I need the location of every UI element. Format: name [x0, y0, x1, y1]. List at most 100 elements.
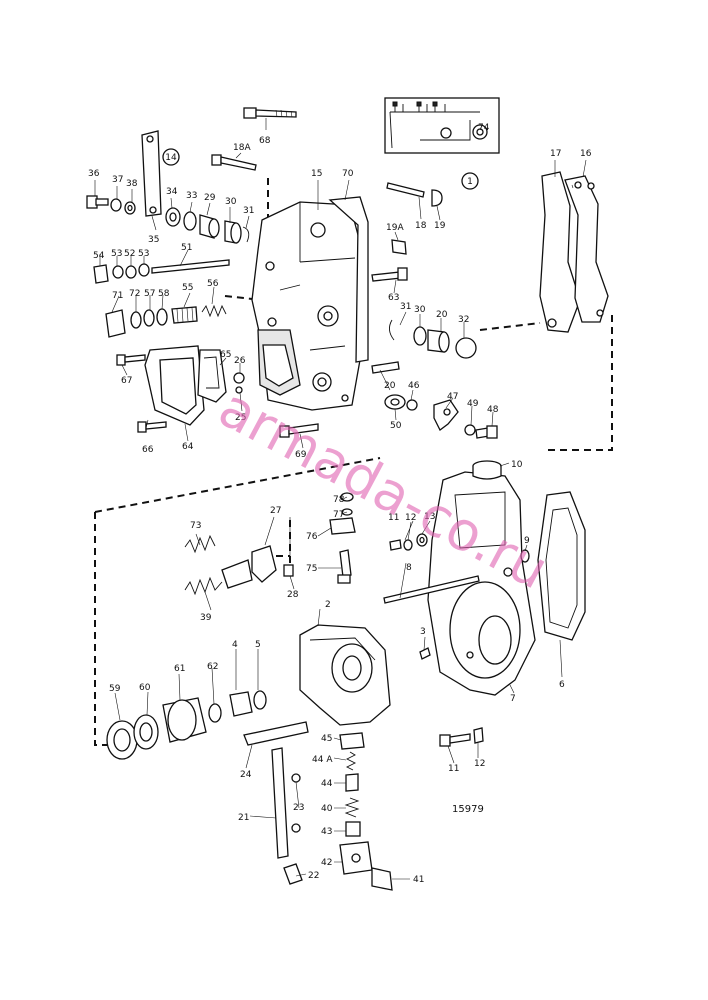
label-2: 2	[325, 600, 331, 610]
label-49: 49	[467, 399, 479, 409]
label-12-upper: 12	[405, 513, 416, 523]
label-56: 56	[207, 279, 219, 289]
leader-lines	[94, 118, 587, 880]
label-78: 78	[333, 495, 345, 505]
label-62: 62	[207, 662, 218, 672]
label-51: 51	[181, 243, 192, 253]
label-37: 37	[112, 175, 123, 185]
inset-detail-74	[384, 97, 500, 154]
label-31-upper: 31	[243, 206, 254, 216]
label-57: 57	[144, 289, 155, 299]
upper-left-parts	[86, 107, 297, 338]
callout-circle-14	[162, 148, 180, 166]
label-67: 67	[121, 376, 132, 386]
label-52: 52	[124, 249, 135, 259]
centre-lower-parts	[106, 492, 393, 891]
label-20-right: 20	[436, 310, 448, 320]
label-48: 48	[487, 405, 499, 415]
label-74: 74	[478, 123, 490, 133]
label-29: 29	[204, 193, 216, 203]
label-6: 6	[559, 680, 565, 690]
label-50: 50	[390, 421, 402, 431]
label-44A: 44 A	[312, 755, 333, 765]
label-33: 33	[186, 191, 197, 201]
label-27: 27	[270, 506, 281, 516]
label-11-upper: 11	[388, 513, 399, 523]
label-36: 36	[88, 169, 100, 179]
label-30-right: 30	[414, 305, 426, 315]
label-8: 8	[406, 563, 412, 573]
label-22: 22	[308, 871, 319, 881]
label-53b: 53	[138, 249, 149, 259]
callout-14: 14	[165, 153, 177, 163]
label-65: 65	[220, 350, 231, 360]
label-45: 45	[321, 734, 332, 744]
label-68: 68	[259, 136, 271, 146]
label-54: 54	[93, 251, 105, 261]
label-77: 77	[333, 510, 344, 520]
label-44: 44	[321, 779, 333, 789]
label-31-right: 31	[400, 302, 411, 312]
label-16: 16	[580, 149, 592, 159]
label-4: 4	[232, 640, 238, 650]
label-75: 75	[306, 564, 317, 574]
label-13: 13	[424, 512, 435, 522]
label-25: 25	[235, 413, 246, 423]
label-20-lower: 20	[384, 381, 396, 391]
label-59: 59	[109, 684, 121, 694]
label-19A: 19A	[386, 223, 404, 233]
document-number: 15979	[452, 804, 484, 815]
pump-housing-lower	[383, 460, 586, 747]
label-24: 24	[240, 770, 252, 780]
label-73: 73	[190, 521, 201, 531]
label-15: 15	[311, 169, 322, 179]
label-21: 21	[238, 813, 249, 823]
control-levers-16-17	[539, 171, 609, 333]
label-12-lower: 12	[474, 759, 485, 769]
label-18: 18	[415, 221, 427, 231]
label-19: 19	[434, 221, 446, 231]
label-34: 34	[166, 187, 178, 197]
callout-1: 1	[467, 177, 473, 187]
label-55: 55	[182, 283, 193, 293]
label-42: 42	[321, 858, 332, 868]
label-11-lower: 11	[448, 764, 459, 774]
label-63: 63	[388, 293, 399, 303]
label-47: 47	[447, 392, 458, 402]
governor-housing-upper	[251, 182, 498, 439]
label-35: 35	[148, 235, 159, 245]
label-72: 72	[129, 289, 140, 299]
label-5: 5	[255, 640, 261, 650]
label-32: 32	[458, 315, 469, 325]
label-28: 28	[287, 590, 299, 600]
part-labels: 36 37 38 34 33 29 30 31 35 68 18A 15 70 …	[88, 123, 592, 885]
callout-circle-1	[461, 172, 479, 190]
label-64: 64	[182, 442, 194, 452]
label-76: 76	[306, 532, 318, 542]
label-10: 10	[511, 460, 523, 470]
label-70: 70	[342, 169, 354, 179]
label-43: 43	[321, 827, 332, 837]
label-40: 40	[321, 804, 333, 814]
label-71: 71	[112, 291, 123, 301]
label-26: 26	[234, 356, 246, 366]
label-66: 66	[142, 445, 154, 455]
label-61: 61	[174, 664, 185, 674]
label-39: 39	[200, 613, 212, 623]
cover-plates	[116, 345, 319, 438]
label-60: 60	[139, 683, 151, 693]
label-23: 23	[293, 803, 304, 813]
label-58: 58	[158, 289, 170, 299]
label-18A: 18A	[233, 143, 251, 153]
label-9: 9	[524, 536, 530, 546]
label-17: 17	[550, 149, 561, 159]
label-3: 3	[420, 627, 426, 637]
label-38: 38	[126, 179, 138, 189]
label-53a: 53	[111, 249, 122, 259]
label-46: 46	[408, 381, 420, 391]
label-69: 69	[295, 450, 307, 460]
label-41: 41	[413, 875, 424, 885]
label-7: 7	[510, 694, 516, 704]
label-30-upper: 30	[225, 197, 237, 207]
